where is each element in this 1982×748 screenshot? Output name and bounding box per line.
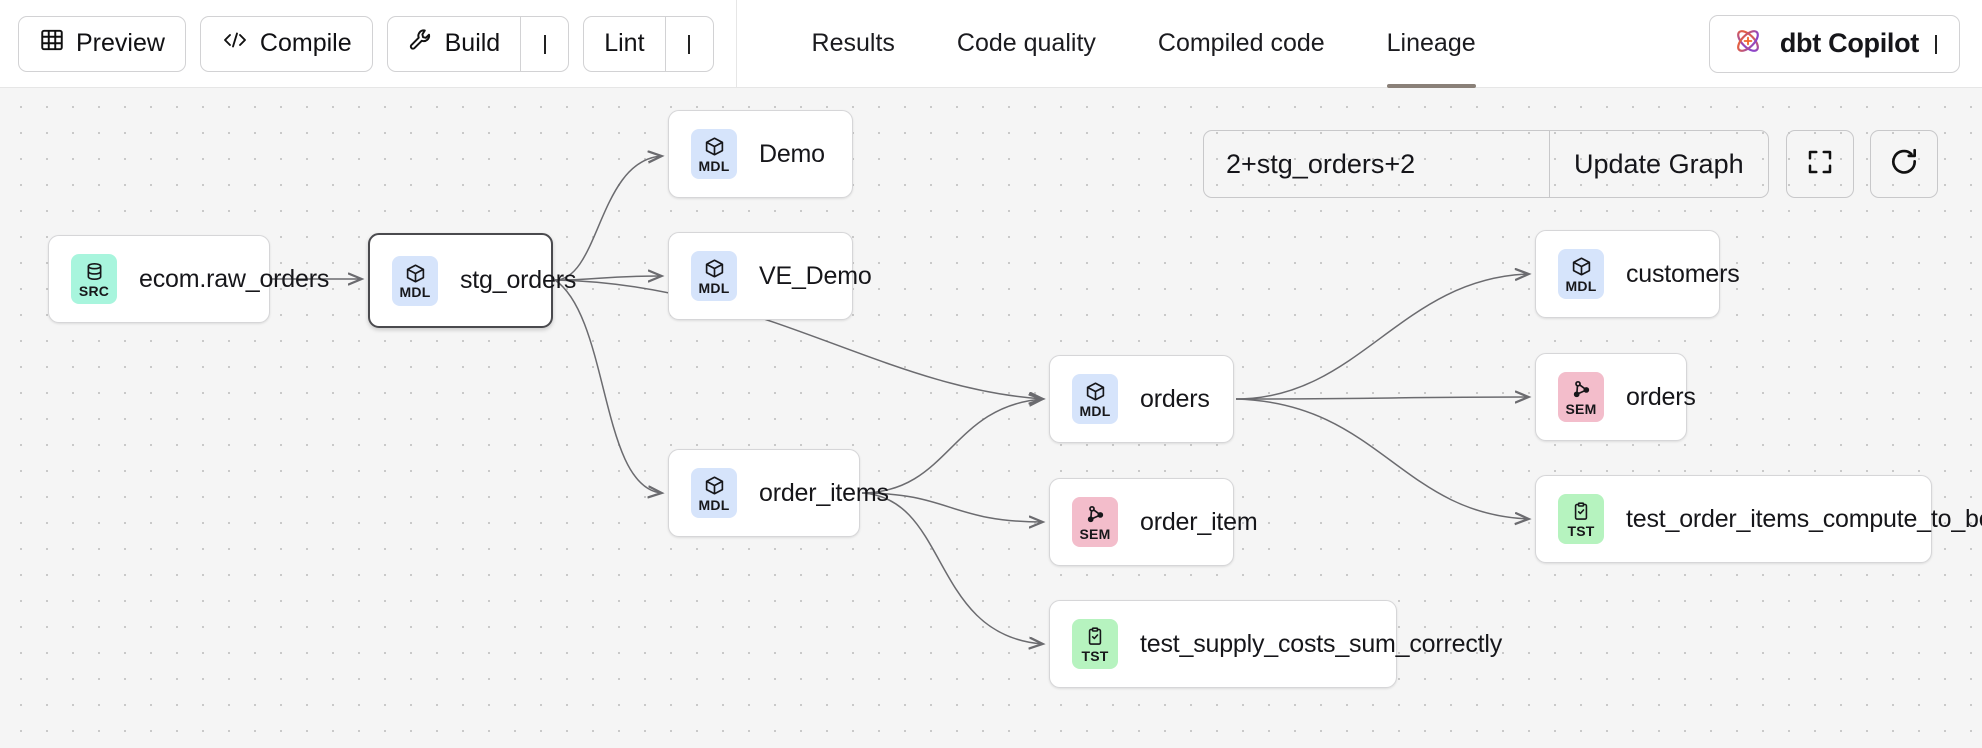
node-label: order_item: [1140, 507, 1258, 536]
lineage-node-test_order_items[interactable]: TST test_order_items_compute_to_bools_c…: [1535, 475, 1982, 563]
build-button[interactable]: Build: [388, 17, 521, 71]
compile-button[interactable]: Compile: [199, 15, 373, 72]
node-type-label: TST: [1567, 522, 1595, 539]
lineage-node-customers[interactable]: MDL customers: [1535, 230, 1740, 318]
node-type-label: MDL: [1565, 277, 1597, 294]
tab-lineage-label: Lineage: [1386, 29, 1476, 57]
wrench-icon: [408, 27, 434, 60]
node-type-badge-sem: SEM: [1072, 497, 1118, 547]
panel-tabs: Results Code quality Compiled code Linea…: [781, 0, 1507, 88]
compile-button-label: Compile: [259, 29, 352, 57]
node-type-label: MDL: [698, 279, 730, 296]
lineage-node-test_supply[interactable]: TST test_supply_costs_sum_correctly: [1049, 600, 1502, 688]
node-type-badge-tst: TST: [1558, 494, 1604, 544]
toolbar-divider: [735, 0, 737, 88]
lineage-node-ecom_raw_orders[interactable]: SRC ecom.raw_orders: [48, 235, 329, 323]
node-type-badge-mdl: MDL: [1558, 249, 1604, 299]
node-label: test_order_items_compute_to_bools_c…: [1626, 504, 1982, 533]
tab-compiled-code-label: Compiled code: [1157, 29, 1325, 57]
lint-button[interactable]: Lint: [584, 17, 664, 71]
update-graph-label: Update Graph: [1574, 148, 1744, 179]
node-label: stg_orders: [460, 266, 577, 294]
node-type-badge-mdl: MDL: [691, 251, 737, 301]
preview-button-label: Preview: [76, 29, 165, 57]
node-type-label: MDL: [399, 284, 431, 300]
node-label: ecom.raw_orders: [139, 264, 330, 293]
node-type-label: TST: [1081, 647, 1109, 664]
dbt-copilot-atom-icon: [1732, 25, 1764, 62]
node-type-badge-sem: SEM: [1558, 372, 1604, 422]
lineage-node-demo[interactable]: MDL Demo: [668, 110, 853, 198]
tab-results[interactable]: Results: [781, 0, 926, 88]
node-type-badge-src: SRC: [71, 254, 117, 304]
lint-button-group: Lint: [583, 15, 714, 72]
lineage-node-orders_sem[interactable]: SEM orders: [1535, 353, 1696, 441]
code-brackets-icon: [221, 28, 249, 59]
node-label: customers: [1626, 259, 1740, 288]
node-label: test_supply_costs_sum_correctly: [1140, 629, 1503, 658]
node-type-label: SEM: [1079, 525, 1111, 542]
fullscreen-button[interactable]: [1786, 130, 1854, 198]
tab-code-quality[interactable]: Code quality: [926, 0, 1127, 88]
lineage-node-stg_orders[interactable]: MDL stg_orders: [368, 233, 576, 328]
clipboard-check-icon: [1571, 501, 1591, 523]
lineage-canvas[interactable]: Update Graph SRCecom.raw_ordersMDLstg_or…: [0, 88, 1982, 748]
cube-icon: [405, 262, 426, 284]
lineage-node-orders_mdl[interactable]: MDL orders: [1049, 355, 1234, 443]
node-type-badge-tst: TST: [1072, 619, 1118, 669]
graph-selector-input[interactable]: [1204, 131, 1549, 197]
lint-dropdown-toggle[interactable]: [664, 16, 713, 71]
refresh-icon: [1888, 146, 1920, 183]
node-type-label: MDL: [1079, 402, 1111, 419]
database-icon: [84, 261, 105, 283]
chevron-down-icon: [1935, 34, 1937, 54]
copilot-area: dbt Copilot: [1708, 14, 1982, 73]
build-button-label: Build: [444, 29, 501, 57]
build-dropdown-toggle[interactable]: [520, 16, 568, 71]
node-type-label: MDL: [698, 496, 730, 513]
semantic-icon: [1085, 504, 1106, 526]
build-button-group: Build: [386, 15, 570, 72]
node-label: order_items: [759, 478, 889, 507]
node-type-label: MDL: [698, 157, 730, 174]
cube-icon: [704, 475, 725, 497]
cube-icon: [704, 258, 725, 280]
node-label: orders: [1626, 382, 1696, 411]
cube-icon: [1085, 381, 1106, 403]
semantic-icon: [1571, 379, 1592, 401]
node-label: VE_Demo: [759, 261, 872, 290]
tab-code-quality-label: Code quality: [956, 29, 1096, 57]
dbt-copilot-label: dbt Copilot: [1779, 28, 1919, 58]
cube-icon: [1571, 256, 1592, 278]
node-type-badge-mdl: MDL: [392, 255, 438, 306]
dbt-copilot-button[interactable]: dbt Copilot: [1708, 14, 1960, 73]
chevron-down-icon: [688, 34, 691, 54]
cube-icon: [704, 136, 725, 158]
top-toolbar: Preview Compile Build: [0, 0, 1982, 88]
refresh-button[interactable]: [1870, 130, 1938, 198]
update-graph-button[interactable]: Update Graph: [1549, 131, 1768, 197]
node-type-badge-mdl: MDL: [1072, 374, 1118, 424]
lineage-node-ve_demo[interactable]: MDL VE_Demo: [668, 232, 872, 320]
tab-results-label: Results: [811, 29, 895, 57]
preview-button[interactable]: Preview: [18, 15, 186, 72]
node-type-badge-mdl: MDL: [691, 468, 737, 518]
tab-compiled-code[interactable]: Compiled code: [1127, 0, 1356, 88]
lineage-node-order_item_sem[interactable]: SEM order_item: [1049, 478, 1258, 566]
node-type-badge-mdl: MDL: [691, 129, 737, 179]
chevron-down-icon: [543, 34, 546, 54]
lint-button-label: Lint: [604, 29, 645, 57]
fullscreen-icon: [1805, 147, 1835, 182]
clipboard-check-icon: [1085, 626, 1105, 648]
lineage-node-order_items[interactable]: MDL order_items: [668, 449, 889, 537]
node-type-label: SEM: [1565, 400, 1597, 417]
node-type-label: SRC: [78, 282, 110, 299]
editor-action-buttons: Preview Compile Build: [0, 0, 714, 87]
graph-selector-toolbar: Update Graph: [1203, 130, 1769, 198]
node-label: Demo: [759, 139, 825, 168]
table-icon: [39, 27, 65, 60]
node-label: orders: [1140, 384, 1210, 413]
tab-lineage[interactable]: Lineage: [1356, 0, 1507, 88]
